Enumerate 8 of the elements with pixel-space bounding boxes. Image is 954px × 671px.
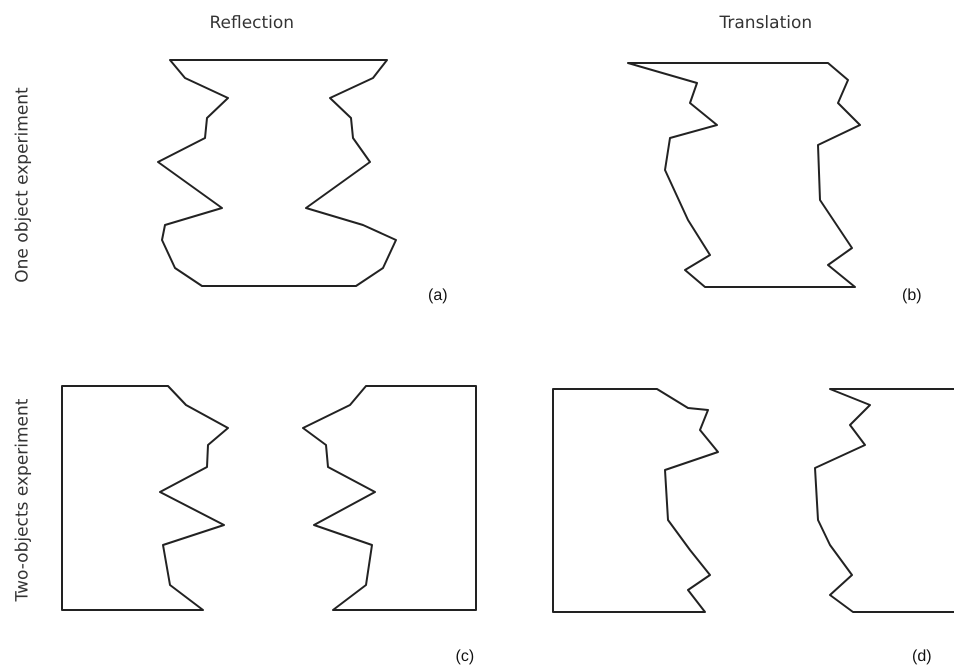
row-heading: Two-objects experiment [12, 398, 32, 602]
panel-letter: (d) [912, 648, 932, 666]
column-heading: Translation [720, 13, 812, 33]
panel-letter: (a) [428, 287, 448, 305]
column-heading: Reflection [210, 13, 294, 33]
panel-letter: (c) [456, 648, 474, 666]
panel-letter: (b) [902, 287, 922, 305]
row-heading: One object experiment [12, 87, 32, 283]
